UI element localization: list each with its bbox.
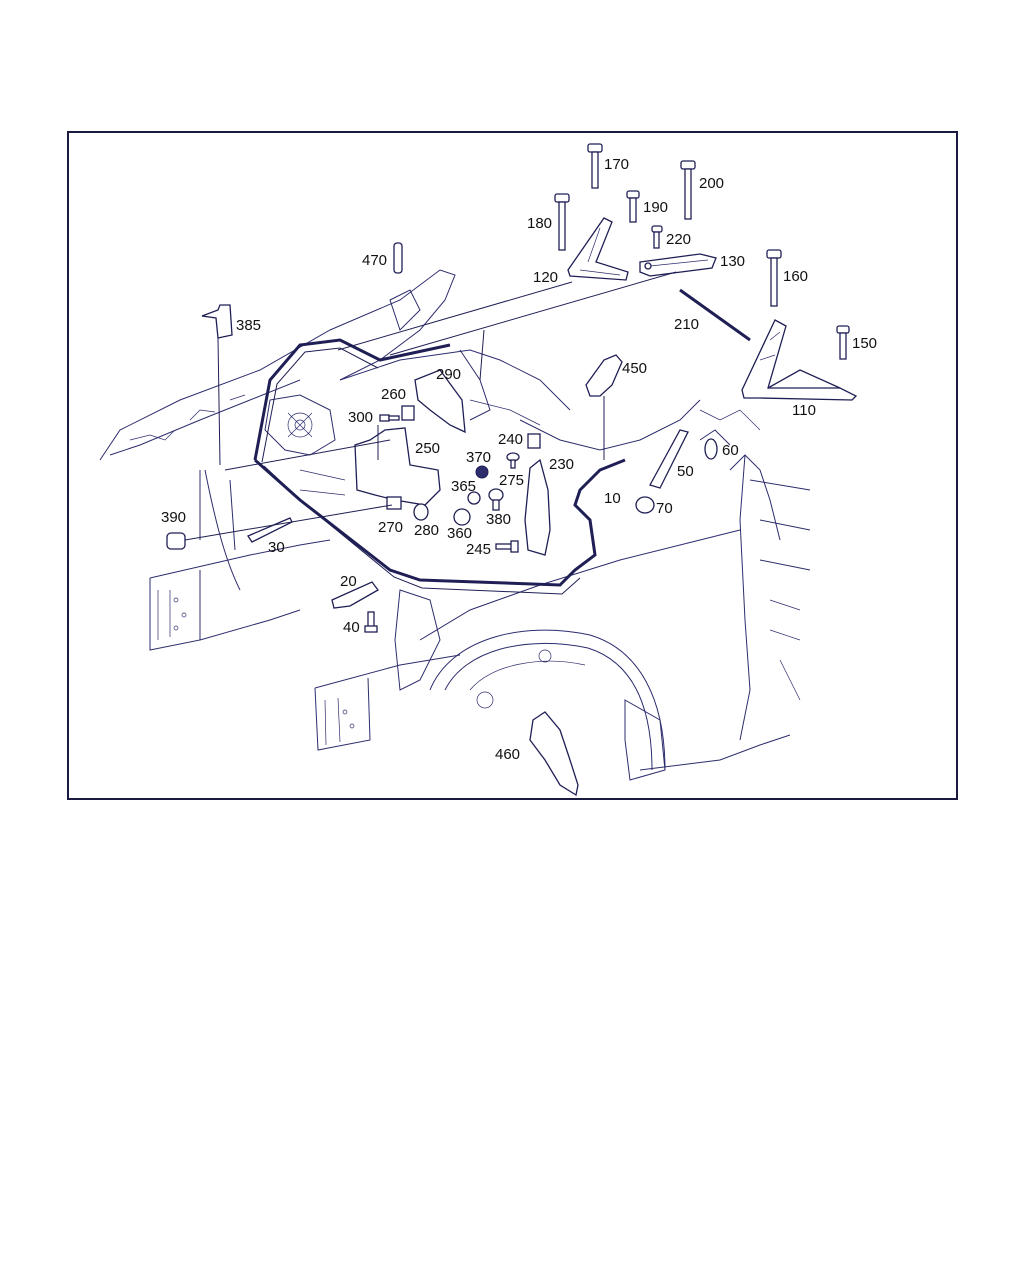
callout-365: 365 — [451, 478, 476, 495]
callout-460: 460 — [495, 746, 520, 763]
pad-450 — [585, 354, 623, 397]
strip-50 — [649, 429, 689, 489]
bolt-160 — [766, 249, 782, 307]
callout-30: 30 — [268, 539, 285, 556]
bolt-180 — [554, 193, 570, 251]
panel-290 — [414, 369, 466, 434]
callout-110: 110 — [792, 402, 816, 419]
callout-70: 70 — [656, 500, 673, 517]
nut-270 — [386, 496, 402, 510]
washer-365 — [467, 491, 481, 505]
callout-60: 60 — [722, 442, 739, 459]
cap-390 — [166, 532, 186, 550]
callout-160: 160 — [783, 268, 808, 285]
screw-300 — [379, 414, 400, 422]
callout-360: 360 — [447, 525, 472, 542]
callout-270: 270 — [378, 519, 403, 536]
bolt-200 — [680, 160, 696, 220]
bolt-150 — [836, 325, 850, 360]
callout-150: 150 — [852, 335, 877, 352]
callout-250: 250 — [415, 440, 440, 457]
strut-110 — [741, 319, 858, 401]
callout-200: 200 — [699, 175, 724, 192]
callout-180: 180 — [527, 215, 552, 232]
callout-390: 390 — [161, 509, 186, 526]
callout-470: 470 — [362, 252, 387, 269]
body-structure — [99, 269, 811, 781]
callout-170: 170 — [604, 156, 629, 173]
bracket-20 — [331, 581, 379, 609]
callout-370: 370 — [466, 449, 491, 466]
callout-275: 275 — [499, 472, 524, 489]
strut-120 — [567, 217, 629, 281]
callout-20: 20 — [340, 573, 357, 590]
callout-290: 290 — [436, 366, 461, 383]
bolt-190 — [626, 190, 640, 223]
rod-210 — [679, 288, 751, 342]
bolt-40 — [364, 611, 378, 633]
bolt-170 — [587, 143, 603, 189]
plug-70 — [635, 496, 655, 514]
callout-450: 450 — [622, 360, 647, 377]
bolt-245 — [495, 540, 519, 553]
callout-130: 130 — [720, 253, 745, 270]
callout-280: 280 — [414, 522, 439, 539]
callout-210: 210 — [674, 316, 699, 333]
grommet-280 — [413, 503, 429, 521]
grommet-360 — [453, 508, 471, 526]
ring-60 — [704, 438, 718, 460]
callout-245: 245 — [466, 541, 491, 558]
panel-460 — [529, 711, 579, 797]
clip-260 — [401, 405, 415, 421]
callout-10: 10 — [604, 490, 621, 507]
clip-385 — [201, 304, 233, 339]
pin-470 — [393, 242, 403, 274]
callout-labels: 170 200 190 180 220 470 120 130 160 385 … — [161, 156, 877, 763]
leader-lines — [184, 271, 677, 541]
seal-10 — [253, 338, 626, 595]
clip-240 — [527, 433, 541, 449]
bracket-250 — [354, 427, 441, 506]
callout-50: 50 — [677, 463, 694, 480]
bracket-130 — [639, 253, 717, 277]
callout-385: 385 — [236, 317, 261, 334]
callout-190: 190 — [643, 199, 668, 216]
callout-380: 380 — [486, 511, 511, 528]
parts — [166, 143, 858, 797]
callout-260: 260 — [381, 386, 406, 403]
bolt-380 — [488, 488, 504, 511]
bracket-230 — [524, 458, 551, 556]
callout-220: 220 — [666, 231, 691, 248]
nut-370 — [475, 465, 489, 479]
callout-300: 300 — [348, 409, 373, 426]
callout-40: 40 — [343, 619, 360, 636]
screw-275 — [506, 452, 520, 469]
callout-240: 240 — [498, 431, 523, 448]
callout-230: 230 — [549, 456, 574, 473]
callout-120: 120 — [533, 269, 558, 286]
bolt-220 — [651, 225, 663, 249]
